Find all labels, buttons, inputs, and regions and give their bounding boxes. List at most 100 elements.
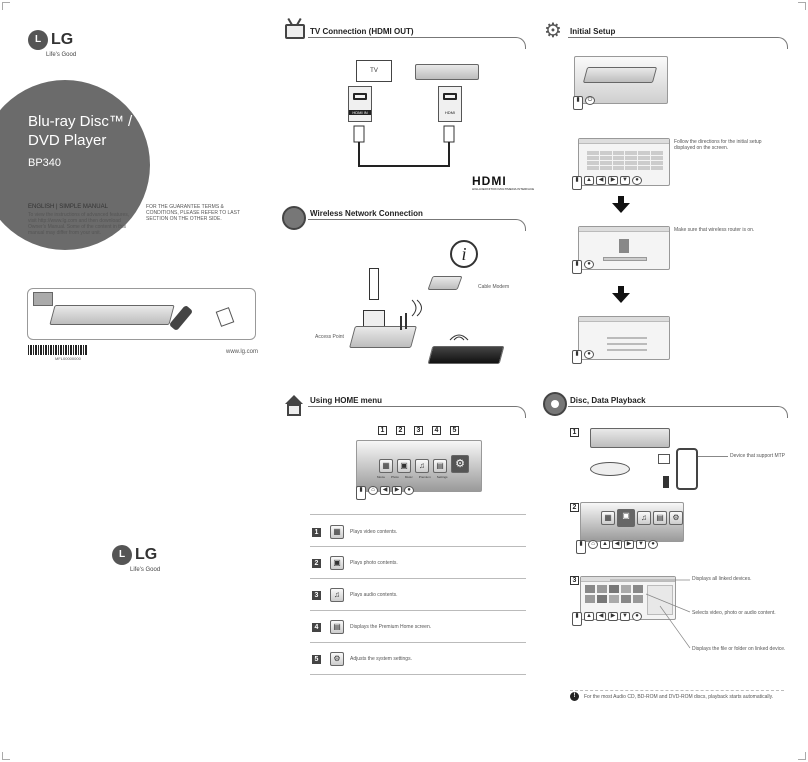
tv-port-panel: HDMI IN <box>348 86 372 122</box>
arrow-left-icon: ◀ <box>596 612 606 621</box>
table-rule <box>310 642 526 643</box>
item-text: Plays photo contents. <box>350 560 398 566</box>
remote-button-strip: ▮ ⌂ ◀ ▶ ● <box>356 486 414 500</box>
barcode-text: MFL00000000 <box>55 356 81 361</box>
lg-logo-bottom: L LG <box>112 545 157 565</box>
logo-text: LG <box>51 31 74 48</box>
player-device <box>590 428 670 448</box>
note-rule <box>570 690 784 691</box>
selects-content-label: Selects video, photo or audio content. <box>692 610 776 616</box>
remote-icon: ▮ <box>572 612 582 626</box>
home-button-icon: ⌂ <box>588 540 598 549</box>
logo-text: LG <box>135 546 158 563</box>
photo-icon: ▣ <box>330 556 344 570</box>
film-icon: ▦ <box>601 511 615 525</box>
setup-step3-text: Make sure that wireless router is on. <box>674 227 755 233</box>
language-grid <box>587 151 663 170</box>
item-number: 3 <box>312 591 321 600</box>
section-rule <box>308 406 526 418</box>
crop-mark <box>798 752 806 760</box>
list-item: 1 ▦ Plays video contents. <box>312 522 526 542</box>
arrow-up-icon: ▲ <box>584 612 594 621</box>
badge-2: 2 <box>396 426 405 435</box>
ok-button-icon: ● <box>584 350 594 359</box>
arrow-down-icon <box>618 286 624 294</box>
hdmi-cable <box>353 125 455 167</box>
gear-icon: ⚙ <box>330 652 344 666</box>
info-icon: i <box>450 240 478 268</box>
premium-icon: ▤ <box>653 511 667 525</box>
section-rule <box>568 37 788 49</box>
arrow-down-icon <box>612 203 630 213</box>
item-number: 2 <box>312 559 321 568</box>
list-item: 4 ▤ Displays the Premium Home screen. <box>312 617 526 637</box>
table-rule <box>310 674 526 675</box>
file-thumbnails <box>585 585 643 603</box>
item-text: Plays audio contents. <box>350 592 398 598</box>
lg-logo-top: L LG <box>28 30 73 50</box>
arrow-left-icon: ◀ <box>380 486 390 495</box>
item-number: 4 <box>312 623 321 632</box>
website-text: www.lg.com <box>226 349 259 355</box>
disc-icon <box>543 392 567 416</box>
arrow-down-icon <box>618 196 624 204</box>
tv-box: TV <box>356 60 392 82</box>
mtp-device-label: Device that support MTP <box>730 453 786 459</box>
remote-icon: ▮ <box>356 486 366 500</box>
tile-label: Settings <box>436 475 448 479</box>
wifi-waves-icon <box>449 334 469 341</box>
tile-label: Movie <box>377 475 386 479</box>
arrow-right-icon: ▶ <box>608 176 618 185</box>
item-text: Adjusts the system settings. <box>350 656 412 662</box>
player-device <box>582 67 658 83</box>
guarantee-note: FOR THE GUARANTEE TERMS & CONDITIONS, PL… <box>146 204 240 222</box>
antenna <box>400 316 402 330</box>
badge-4: 4 <box>432 426 441 435</box>
gears-icon: ⚙ <box>544 20 562 42</box>
table-rule <box>310 610 526 611</box>
tv-icon <box>282 17 308 42</box>
barcode <box>28 345 88 355</box>
home-number-badges: 1 2 3 4 5 <box>378 426 459 435</box>
lg-face-icon: L <box>112 545 132 565</box>
section-rule <box>568 406 788 418</box>
hdmi-label: HDMI <box>444 110 456 115</box>
model-number: BP340 <box>28 157 62 169</box>
disc-home-screen: ▦ ▣ ♫ ▤ ⚙ <box>580 502 684 542</box>
antenna <box>405 313 407 329</box>
home-menu-title: Using HOME menu <box>310 396 383 405</box>
remote-button-strip: ▮ ⏻ <box>573 96 595 110</box>
home-icon <box>283 395 305 417</box>
tagline: Life's Good <box>46 52 77 58</box>
linked-devices-label: Displays all linked devices. <box>692 576 752 582</box>
home-tile-labels: Movie Photo Music Premium Settings <box>377 475 448 479</box>
callout-line <box>698 456 728 457</box>
remote-icon: ▮ <box>576 540 586 554</box>
table-rule <box>310 514 526 515</box>
access-point-label: Access Point <box>315 334 344 340</box>
advanced-note: To view the instructions of advanced fea… <box>28 212 130 236</box>
tile-label: Photo <box>391 475 399 479</box>
tv-connection-title: TV Connection (HDMI OUT) <box>310 27 414 36</box>
crop-mark <box>2 752 10 760</box>
film-icon: ▦ <box>330 525 344 539</box>
arrow-left-icon: ◀ <box>596 176 606 185</box>
remote-button-strip: ▮ ● <box>572 260 594 274</box>
hdmi-port-icon <box>353 93 367 100</box>
gear-icon: ⚙ <box>669 511 683 525</box>
arrow-down-icon: ▼ <box>636 540 646 549</box>
hdmi-logo-sub: HIGH-DEFINITION MULTIMEDIA INTERFACE <box>472 187 535 191</box>
home-menu-screen: ▦ ▣ ♫ ▤ ⚙ Movie Photo Music Premium Sett… <box>356 440 482 492</box>
remote-icon: ▮ <box>572 350 582 364</box>
hdmi-logo: HDMI <box>472 174 507 188</box>
remote-icon: ▮ <box>573 96 583 110</box>
crop-mark <box>798 2 806 10</box>
remote-icon: ▮ <box>572 260 582 274</box>
list-item: 2 ▣ Plays photo contents. <box>312 553 526 573</box>
list-item: 5 ⚙ Adjusts the system settings. <box>312 649 526 669</box>
badge-3: 3 <box>414 426 423 435</box>
arrow-up-icon: ▲ <box>584 176 594 185</box>
hdmi-port-icon <box>443 93 457 100</box>
film-icon: ▦ <box>379 459 393 473</box>
cover-circle <box>0 80 150 250</box>
